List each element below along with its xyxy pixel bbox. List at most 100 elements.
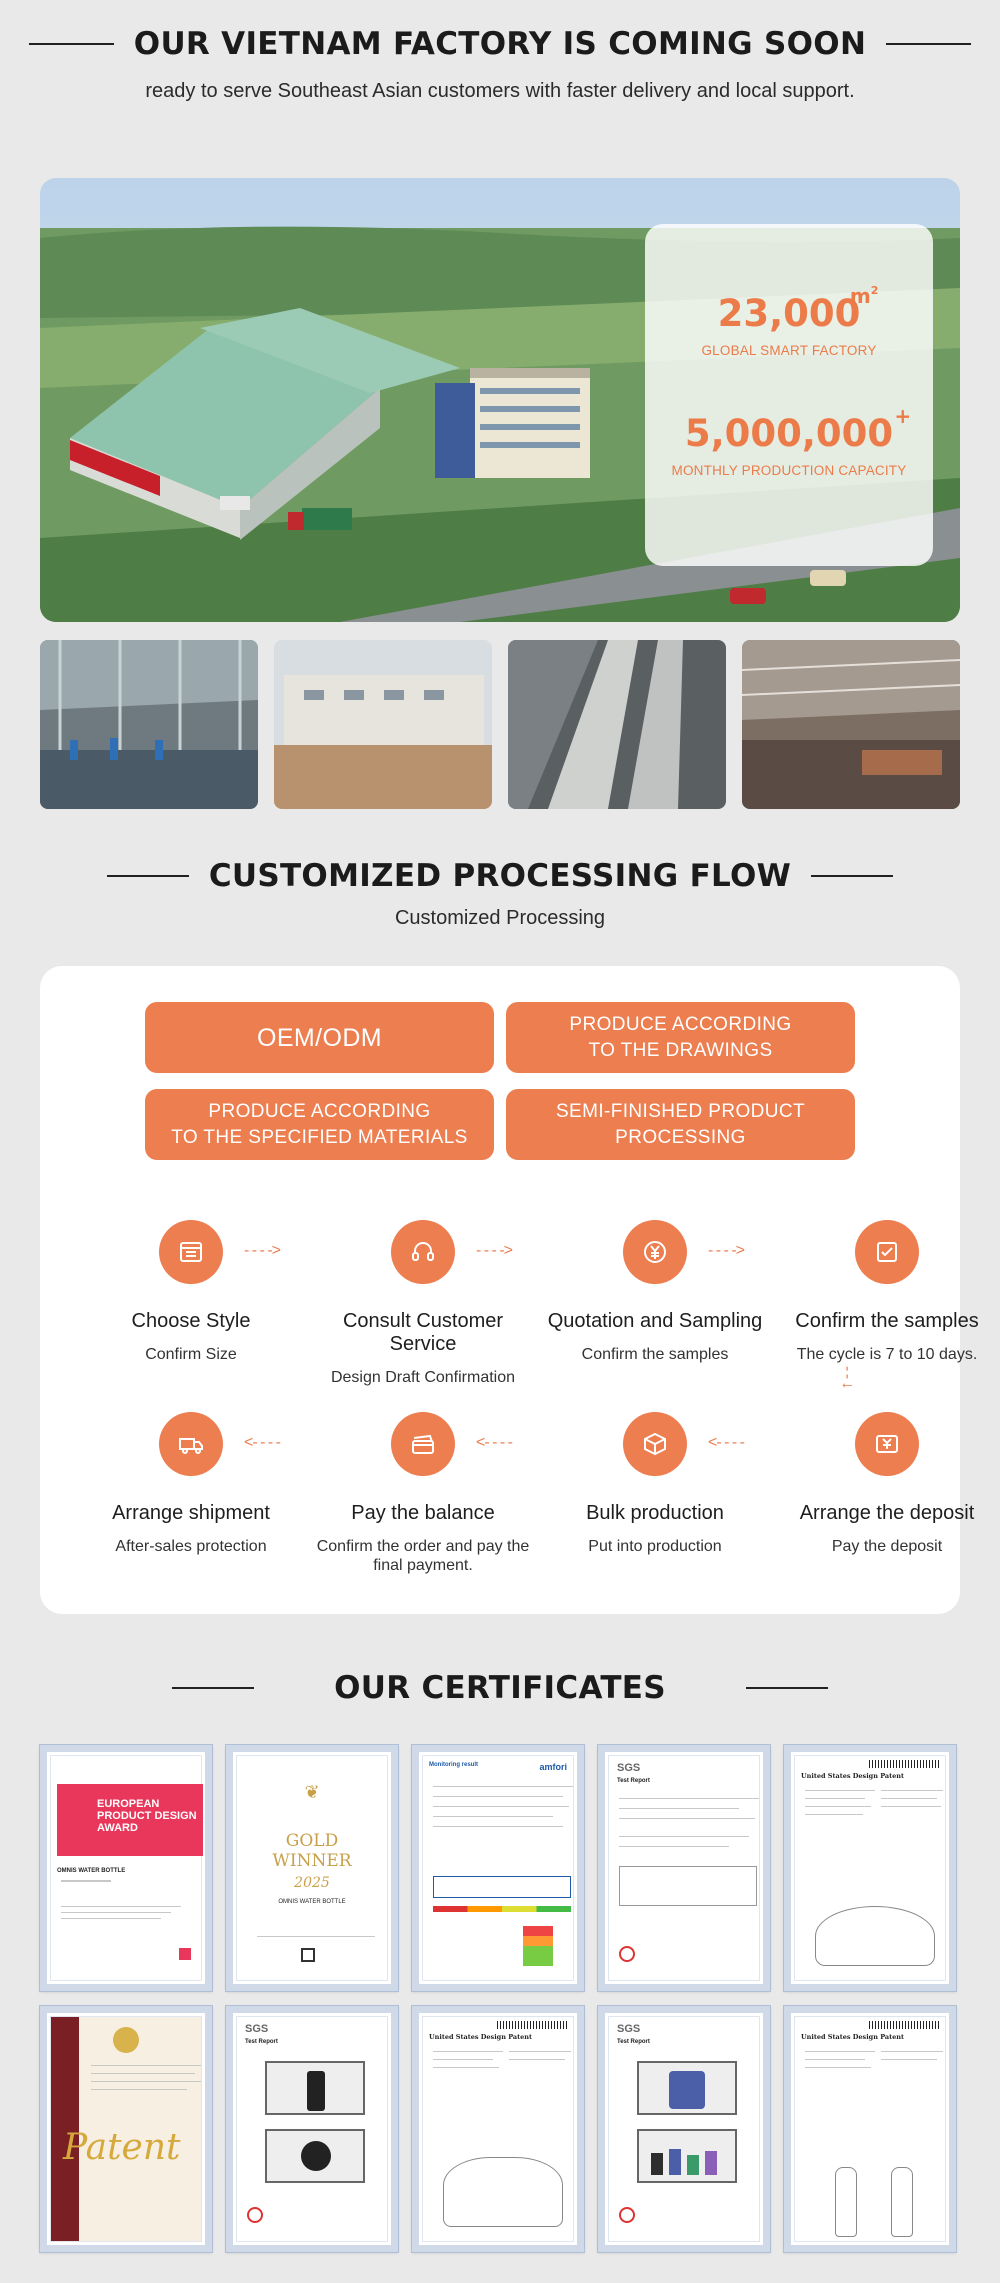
award-caption: OMNIS WATER BOTTLE xyxy=(278,1899,346,1905)
report-caption: Monitoring result xyxy=(429,1762,478,1768)
step-confirm-samples: Confirm the samples The cycle is 7 to 10… xyxy=(771,1220,1000,1364)
certificate-us-design-patent-3: United States Design Patent xyxy=(783,2005,957,2253)
yen-wallet-icon xyxy=(855,1412,919,1476)
certificate-sgs-report: SGS Test Report xyxy=(597,1744,771,1992)
step-arrange-shipment: Arrange shipment After-sales protection xyxy=(75,1412,307,1556)
step-quotation-sampling: Quotation and Sampling Confirm the sampl… xyxy=(539,1220,771,1364)
barcode-icon xyxy=(497,2021,567,2029)
step-title: Quotation and Sampling xyxy=(547,1310,763,1332)
certificate-gold-winner: ❦ GOLD WINNER 2025 OMNIS WATER BOTTLE xyxy=(225,1744,399,1992)
patent-header: United States Design Patent xyxy=(429,2033,533,2041)
option-semi-finished: SEMI-FINISHED PRODUCT PROCESSING xyxy=(506,1089,855,1160)
divider-line xyxy=(811,875,894,877)
flow-arrow-left: <- - - - xyxy=(244,1434,281,1451)
flow-arrow-left: <- - - - xyxy=(708,1434,745,1451)
process-title-row: CUSTOMIZED PROCESSING FLOW xyxy=(0,858,1000,894)
factory-hall-photo xyxy=(742,640,960,809)
flow-arrow-right: - - - -> xyxy=(476,1242,513,1259)
report-caption: Test Report xyxy=(617,1778,650,1784)
flow-arrow-right: - - - -> xyxy=(244,1242,281,1259)
laurel-icon: ❦ xyxy=(304,1782,320,1802)
seal-icon xyxy=(113,2027,139,2053)
catalog-icon xyxy=(159,1220,223,1284)
divider-line xyxy=(106,875,189,877)
qr-code-icon xyxy=(301,1948,315,1962)
patent-drawing xyxy=(443,2157,563,2227)
factory-interior-photo xyxy=(40,640,258,809)
patent-drawing xyxy=(835,2167,857,2237)
capacity-value: 5,000,000+ xyxy=(684,404,912,455)
divider-line xyxy=(745,1687,828,1689)
sgs-logo: SGS xyxy=(617,2023,641,2035)
certificate-sgs-photo-report: SGS Test Report xyxy=(225,2005,399,2253)
box-icon xyxy=(623,1412,687,1476)
factory-subtitle: ready to serve Southeast Asian customers… xyxy=(145,80,855,102)
headset-icon xyxy=(391,1220,455,1284)
step-title: Pay the balance xyxy=(351,1502,495,1524)
factory-area-label: GLOBAL SMART FACTORY xyxy=(701,343,877,358)
step-title: Arrange the deposit xyxy=(799,1502,975,1524)
option-drawings: PRODUCE ACCORDING TO THE DRAWINGS xyxy=(506,1002,855,1073)
step-subtitle: Design Draft Confirmation xyxy=(330,1369,516,1386)
barcode-icon xyxy=(869,1760,939,1768)
process-card: OEM/ODM PRODUCE ACCORDING TO THE DRAWING… xyxy=(40,966,979,1614)
certificate-amfori: amfori Monitoring result xyxy=(411,1744,585,1992)
patent-header: United States Design Patent xyxy=(801,2033,905,2041)
option-oem-odm: OEM/ODM xyxy=(145,1002,494,1073)
flow-arrow-left: <- - - - xyxy=(476,1434,513,1451)
step-title: Confirm the samples xyxy=(795,1310,979,1332)
barcode-icon xyxy=(869,2021,939,2029)
process-subtitle: Customized Processing xyxy=(394,907,606,929)
divider-line xyxy=(28,43,114,45)
step-choose-style: Choose Style Confirm Size xyxy=(75,1220,307,1364)
checklist-icon xyxy=(855,1220,919,1284)
patent-drawing xyxy=(815,1906,935,1966)
certificate-european-design-award: EUROPEAN PRODUCT DESIGN AWARD OMNIS WATE… xyxy=(39,1744,213,1992)
step-title: Consult Customer Service xyxy=(342,1310,504,1355)
option-materials: PRODUCE ACCORDING TO THE SPECIFIED MATER… xyxy=(145,1089,494,1160)
factory-beam-photo xyxy=(508,640,726,809)
step-subtitle: Pay the deposit xyxy=(831,1538,943,1555)
yen-coin-icon xyxy=(623,1220,687,1284)
step-arrange-deposit: Arrange the deposit Pay the deposit xyxy=(771,1412,1000,1556)
factory-title-row: OUR VIETNAM FACTORY IS COMING SOON xyxy=(0,26,1000,62)
step-title: Choose Style xyxy=(131,1310,251,1332)
card-payment-icon xyxy=(391,1412,455,1476)
report-caption: Test Report xyxy=(617,2039,650,2045)
amfori-logo: amfori xyxy=(539,1762,567,1772)
capacity-label: MONTHLY PRODUCTION CAPACITY xyxy=(671,463,907,478)
report-caption: Test Report xyxy=(245,2039,278,2045)
certificate-sgs-product-report: SGS Test Report xyxy=(597,2005,771,2253)
certificate-patent-gold: Patent xyxy=(39,2005,213,2253)
flow-arrow-down: - - ↓ xyxy=(839,1366,856,1389)
step-title: Arrange shipment xyxy=(112,1502,270,1524)
certificates-title: OUR CERTIFICATES xyxy=(334,1670,666,1706)
award-banner: EUROPEAN PRODUCT DESIGN AWARD xyxy=(57,1784,203,1856)
step-subtitle: Confirm the order and pay the final paym… xyxy=(316,1538,530,1574)
award-year: 2025 xyxy=(294,1875,330,1891)
gold-winner-label: GOLD WINNER xyxy=(272,1831,352,1871)
step-pay-balance: Pay the balance Confirm the order and pa… xyxy=(307,1412,539,1575)
step-subtitle: The cycle is 7 to 10 days. xyxy=(796,1346,978,1363)
step-subtitle: Put into production xyxy=(588,1538,722,1555)
flow-arrow-right: - - - -> xyxy=(708,1242,745,1259)
step-subtitle: Confirm the samples xyxy=(581,1346,729,1363)
award-caption: OMNIS WATER BOTTLE xyxy=(57,1868,126,1874)
divider-line xyxy=(886,43,972,45)
divider-line xyxy=(172,1687,255,1689)
factory-yard-photo xyxy=(274,640,492,809)
patent-drawing xyxy=(891,2167,913,2237)
sgs-logo: SGS xyxy=(245,2023,269,2035)
step-title: Bulk production xyxy=(586,1502,724,1524)
seal-icon xyxy=(619,1946,635,1962)
process-title: CUSTOMIZED PROCESSING FLOW xyxy=(208,858,792,894)
patent-script: Patent xyxy=(63,2127,181,2168)
step-subtitle: Confirm Size xyxy=(145,1346,237,1363)
seal-icon xyxy=(619,2207,635,2223)
certificates-title-row: OUR CERTIFICATES xyxy=(0,1670,1000,1706)
truck-icon xyxy=(159,1412,223,1476)
certificate-us-design-patent: United States Design Patent xyxy=(783,1744,957,1992)
step-subtitle: After-sales protection xyxy=(115,1538,267,1555)
